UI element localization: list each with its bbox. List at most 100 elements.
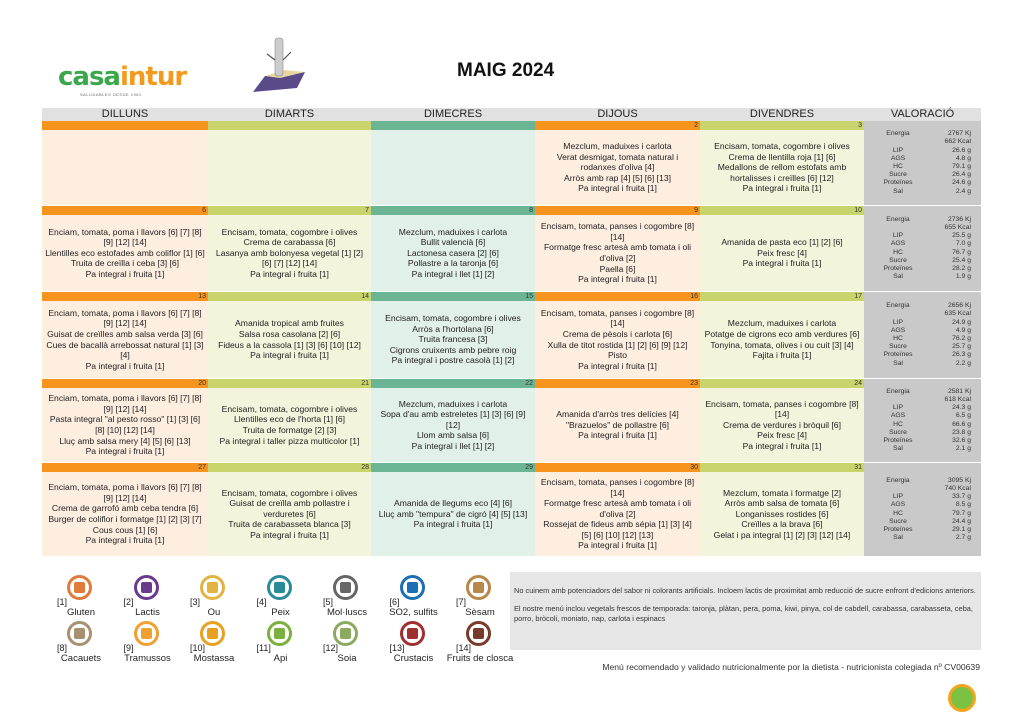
allergen-label: Tramussos (124, 653, 171, 664)
column-header: DIVENDRES (749, 108, 815, 120)
nutrient-label: Sal (893, 445, 903, 453)
nutrient-value: 79.1 g (952, 163, 971, 170)
menu-dish: Lactonesa casera [2] [6] (407, 247, 499, 258)
menu-dish: Pa integral i fruita [1] (742, 440, 822, 451)
nutrient-label: Energia (886, 302, 910, 310)
menu-dish: Pa integral i fruita [1] (578, 430, 657, 441)
menu-dish: Pasta integral "al pesto rosso" [1] [3] … (49, 414, 201, 435)
menu-dish: Pa integral i fruita [1] (85, 446, 165, 457)
menu-dish: Encisam, tomata, panses i cogombre [8] [… (540, 476, 695, 498)
nutrient-value: 635 Kcal (944, 310, 971, 318)
menu-dish: Medallons de rellom estofats amb hortali… (717, 162, 847, 183)
menu-dish: Formatge fresc artesà amb tomata i oli d… (543, 242, 692, 263)
nutrient-label: Sucre (889, 256, 907, 264)
day-number: 17 (700, 292, 864, 301)
nutrient-value: 24.3 g (952, 404, 971, 412)
menu-dish: Pa integral i llet [1] [2] (411, 268, 495, 279)
allergen-item: [12]Soia (311, 621, 373, 669)
allergen-icon (133, 621, 159, 646)
allergen-item: [11]Api (245, 621, 307, 669)
casaintur-logo: casaintur (58, 62, 187, 92)
menu-dish: Crema de garrofó amb ceba tendra [6] (51, 503, 199, 514)
day-number: 3 (700, 121, 864, 130)
menu-dish: Cues de bacallà arrebossat natural [1] [… (46, 339, 204, 361)
note-text: No cuinem amb potenciadors del sabor ni … (514, 586, 976, 595)
menu-dish: Mezclum, maduixes i carlota (727, 318, 837, 329)
day-number: 30 (535, 463, 700, 472)
nutrient-value: 33.7 g (952, 493, 971, 501)
allergen-item: [2]Lactis (112, 575, 174, 623)
allergen-label: Crustacis (393, 653, 434, 664)
allergen-label: Sèsam (465, 607, 495, 618)
allergen-label: Mol·luscs (326, 607, 368, 618)
day-menu: Enciam, tomata, poma i llavors [6] [7] [… (42, 301, 208, 378)
menu-dish: Pa integral i fruita [1] (578, 183, 657, 194)
day-number: 14 (208, 292, 371, 301)
menu-dish: Mezclum, maduixes i carlota (563, 141, 672, 152)
allergen-item: [14]Fruits de closca (444, 621, 513, 669)
nutrient-value: 655 Kcal (944, 223, 971, 231)
nutrient-label: LIP (892, 318, 904, 326)
allergen-label: Gluten (67, 607, 95, 618)
nutrient-value: 24.9 g (952, 318, 971, 326)
nutrient-label: Energia (886, 476, 910, 484)
allergen-number: [13] (389, 643, 405, 653)
menu-dish: Llom amb salsa [6] (416, 430, 490, 441)
menu-dish: Pa integral i postre casolà [1] [2] (391, 355, 515, 366)
nutrient-label: HC (893, 163, 903, 170)
menu-dish: Pa integral i fruita [1] (578, 540, 657, 551)
nutrient-value: 32.6 g (952, 436, 971, 444)
nutrient-value: 2656 Kj (947, 302, 971, 310)
day-number: 31 (700, 463, 864, 472)
nutrient-label: Proteïnes (883, 436, 913, 444)
allergen-item: [13]Crustacis (378, 621, 440, 669)
nutrient-value: 2736 Kj (947, 215, 971, 223)
nutrient-label: Sucre (889, 428, 907, 436)
notes-box: No cuinem amb potenciadors del sabor ni … (510, 572, 981, 650)
allergen-label: Ou (207, 607, 221, 618)
nutrient-value: 26.3 g (952, 351, 971, 359)
menu-dish: Pa integral i taller pizza multicolor [1… (219, 435, 360, 446)
day-number (371, 121, 535, 130)
allergen-item: [8]Cacauets (45, 621, 107, 669)
nutrient-label: LIP (892, 146, 904, 154)
nutrient-value: 618 Kcal (944, 395, 971, 403)
allergen-item: [6]SO2, sulfits (378, 575, 440, 623)
allergen-icon (333, 575, 358, 600)
menu-dish: Sopa d'au amb estreletes [1] [3] [6] [9]… (380, 409, 526, 430)
menu-dish: Pa integral i fruita [1] (85, 268, 165, 279)
nutrient-value: 26.6 g (952, 146, 971, 154)
nutrient-value: 29.1 g (952, 525, 971, 533)
nutrient-value: 2.4 g (955, 187, 971, 195)
menu-dish: Mezclum, maduixes i carlota (398, 398, 508, 409)
nutrient-label: Sal (893, 534, 903, 542)
menu-dish: Enciam, tomata, poma i llavors [6] [7] [… (48, 393, 202, 414)
nutrient-label: LIP (892, 404, 904, 412)
nutrient-value: 26.4 g (952, 171, 971, 179)
nutrient-label: Proteïnes (883, 351, 913, 359)
allergen-icon (67, 575, 92, 600)
allergen-icon (200, 621, 225, 646)
day-number: 23 (535, 379, 700, 388)
allergen-item: [1]Gluten (45, 575, 107, 623)
allergen-icon (466, 575, 491, 600)
menu-dish: Pa integral i fruita [1] (250, 529, 329, 540)
nutrient-label (878, 485, 918, 493)
day-menu: Amanida d'arròs tres delícies [4]"Brazue… (535, 388, 700, 462)
nutrient-label (878, 224, 918, 232)
menu-dish: Encisam, tomata, cogombre i olives (221, 226, 358, 237)
allergen-label: Api (273, 653, 288, 664)
